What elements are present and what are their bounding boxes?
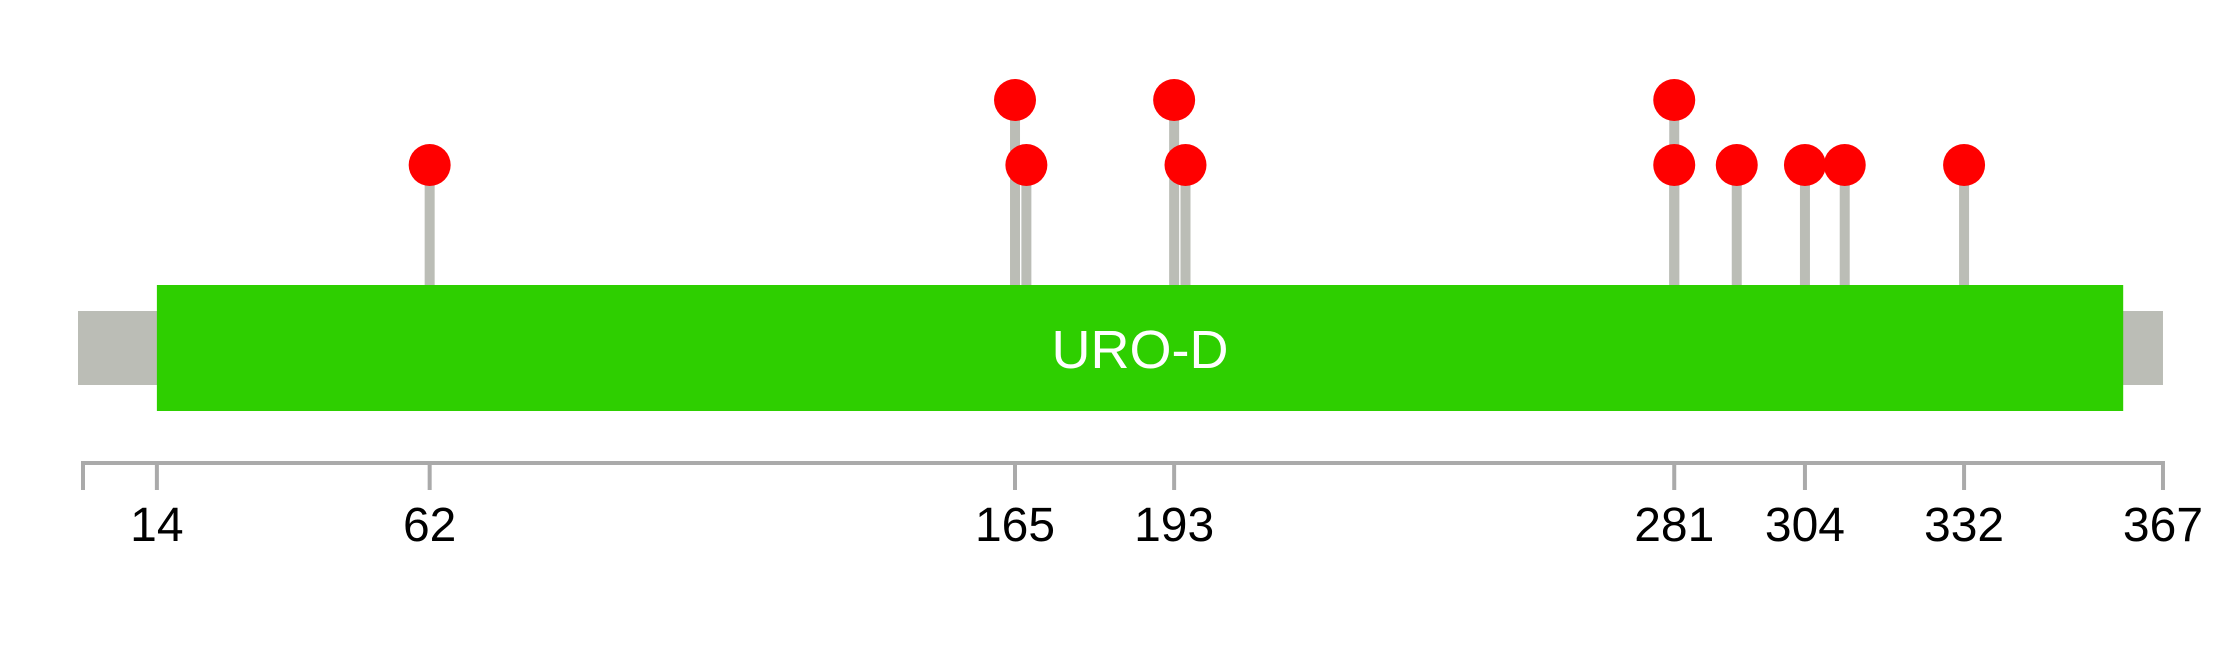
lollipop-marker <box>994 79 1037 121</box>
axis-tick-label: 62 <box>403 499 456 552</box>
axis-tick-label: 165 <box>975 499 1055 552</box>
axis-tick-label: 367 <box>2123 499 2203 552</box>
lollipop-marker <box>1823 144 1866 186</box>
domain-label: URO-D <box>1052 320 1229 380</box>
lollipop-marker <box>1715 144 1758 186</box>
lollipop-marker <box>1153 79 1196 121</box>
lollipop-marker <box>1783 144 1826 186</box>
domains: URO-D <box>156 285 2124 411</box>
lollipop-marker <box>1943 144 1986 186</box>
lollipop-marker <box>408 144 451 186</box>
lollipop-marker <box>1653 144 1696 186</box>
lollipop-marker <box>1005 144 1048 186</box>
axis-tick-label: 193 <box>1134 499 1214 552</box>
x-axis: 14 62 165 193 281 304 332 367 <box>81 461 2203 552</box>
axis-tick-label: 304 <box>1765 499 1845 552</box>
lollipop-marker <box>1653 79 1696 121</box>
axis-tick-label: 332 <box>1924 499 2004 552</box>
markers <box>408 79 1986 186</box>
axis-tick-label: 281 <box>1634 499 1714 552</box>
domain-block <box>156 285 2124 411</box>
stems <box>424 100 1970 285</box>
lollipop-marker <box>1164 144 1207 186</box>
axis-tick-label: 14 <box>130 499 183 552</box>
